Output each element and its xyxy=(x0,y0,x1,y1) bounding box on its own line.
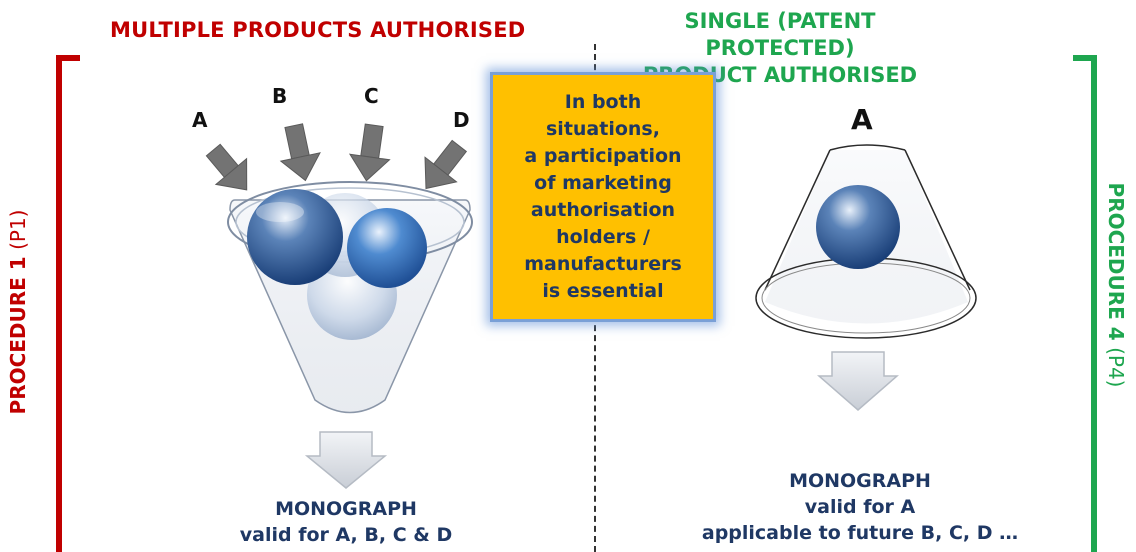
right-bracket xyxy=(1073,55,1097,552)
callout-text: In both situations, a participation of m… xyxy=(524,89,682,305)
arrow-b-icon xyxy=(279,123,321,182)
left-result-title: MONOGRAPH xyxy=(275,498,417,520)
callout-line: authorisation xyxy=(530,199,676,221)
left-result-detail: valid for A, B, C & D xyxy=(239,524,453,546)
callout-line: a participation xyxy=(524,145,682,167)
cone-icon xyxy=(755,144,977,339)
right-result-title: MONOGRAPH xyxy=(789,470,931,492)
callout-line: holders / xyxy=(556,226,650,248)
letter-c: C xyxy=(364,84,379,108)
sphere-icon xyxy=(247,189,343,285)
callout-line: situations, xyxy=(546,118,660,140)
right-result: MONOGRAPH valid for A applicable to futu… xyxy=(690,468,1030,546)
down-arrow-icon xyxy=(816,351,900,411)
arrow-d-icon xyxy=(424,139,468,190)
callout-box: In both situations, a participation of m… xyxy=(490,72,716,322)
right-result-future: applicable to future B, C, D … xyxy=(701,522,1019,544)
left-bracket xyxy=(56,55,80,552)
right-result-detail: valid for A xyxy=(804,496,916,518)
letter-a: A xyxy=(192,108,208,132)
left-result: MONOGRAPH valid for A, B, C & D xyxy=(196,496,496,548)
callout-line: of marketing xyxy=(534,172,672,194)
sphere-icon xyxy=(347,208,427,288)
arrow-c-icon xyxy=(348,123,391,182)
down-arrow-icon xyxy=(304,431,388,489)
callout-line: is essential xyxy=(542,280,664,302)
letter-b: B xyxy=(272,84,288,108)
left-heading: MULTIPLE PRODUCTS AUTHORISED xyxy=(110,18,526,42)
arrow-a-icon xyxy=(205,143,248,191)
sphere-icon xyxy=(816,185,900,269)
letter-a-right: A xyxy=(851,103,873,136)
input-arrows xyxy=(205,123,468,191)
callout-line: manufacturers xyxy=(524,253,682,275)
funnel-icon xyxy=(227,181,473,414)
right-heading-line1: SINGLE (PATENT PROTECTED) xyxy=(684,9,876,60)
letter-d: D xyxy=(453,108,470,132)
callout-line: In both xyxy=(564,91,642,113)
